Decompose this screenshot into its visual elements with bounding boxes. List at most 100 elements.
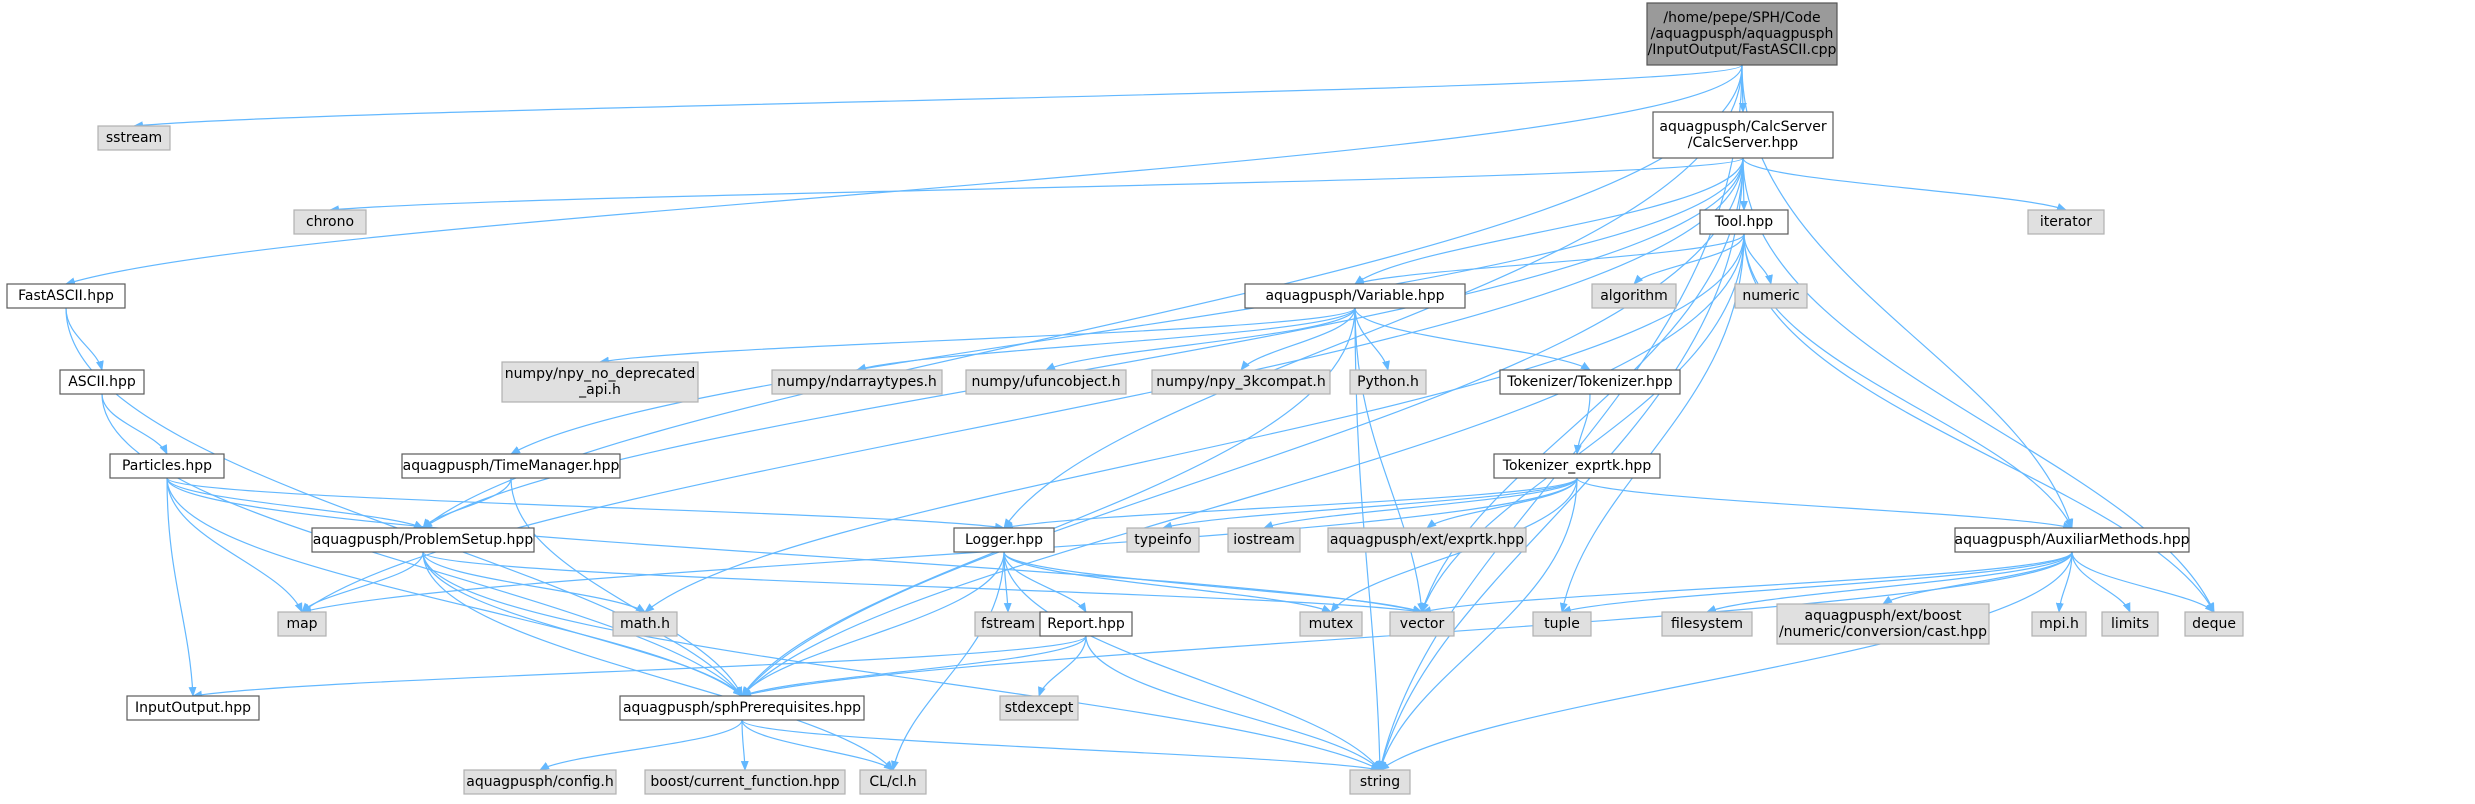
node-label-ascii: ASCII.hpp xyxy=(68,374,136,390)
node-root[interactable]: /home/pepe/SPH/Code/aquagpusph/aquagpusp… xyxy=(1646,2,1838,66)
node-string[interactable]: string xyxy=(1349,769,1411,795)
edge-root-to-string xyxy=(1378,64,1743,771)
node-boostcast[interactable]: aquagpusph/ext/boost/numeric/conversion/… xyxy=(1776,603,1990,645)
node-boostcurfn[interactable]: boost/current_function.hpp xyxy=(644,769,846,795)
edge-auxiliar-to-mpih xyxy=(2055,551,2073,613)
node-map[interactable]: map xyxy=(277,611,327,637)
node-label-pythonh: Python.h xyxy=(1357,374,1419,390)
edge-auxiliar-to-deque xyxy=(2071,551,2215,613)
node-fastascii[interactable]: FastASCII.hpp xyxy=(6,283,126,309)
node-label-numeric: numeric xyxy=(1742,288,1799,304)
edge-calcserver-to-iterator xyxy=(1742,157,2067,211)
node-box-limits xyxy=(2101,611,2159,637)
node-label-npy_no_dep: numpy/npy_no_deprecated xyxy=(505,366,695,382)
node-variable[interactable]: aquagpusph/Variable.hpp xyxy=(1244,283,1466,309)
node-filesystem[interactable]: filesystem xyxy=(1661,611,1753,637)
edge-tokexprtk-to-string xyxy=(1378,477,1578,771)
node-box-pythonh xyxy=(1349,369,1427,395)
edge-auxiliar-to-limits xyxy=(2071,551,2131,613)
node-label-filesystem: filesystem xyxy=(1671,616,1743,632)
node-box-mathh xyxy=(612,611,678,637)
node-report[interactable]: Report.hpp xyxy=(1039,611,1133,637)
node-npy_no_dep[interactable]: numpy/npy_no_deprecated_api.h xyxy=(501,361,699,403)
node-tuple[interactable]: tuple xyxy=(1532,611,1592,637)
node-sstream[interactable]: sstream xyxy=(97,125,171,151)
node-mathh[interactable]: math.h xyxy=(612,611,678,637)
node-numeric[interactable]: numeric xyxy=(1734,283,1808,309)
node-logger[interactable]: Logger.hpp xyxy=(953,527,1055,553)
node-stdexcept[interactable]: stdexcept xyxy=(999,695,1079,721)
node-tokexprtk[interactable]: Tokenizer_exprtk.hpp xyxy=(1493,453,1661,479)
node-mutex[interactable]: mutex xyxy=(1299,611,1363,637)
node-auxiliar[interactable]: aquagpusph/AuxiliarMethods.hpp xyxy=(1954,527,2190,553)
node-vector[interactable]: vector xyxy=(1389,611,1455,637)
node-label-iterator: iterator xyxy=(2040,214,2092,230)
edge-report-to-stdexcept xyxy=(1038,635,1087,697)
node-npy3k[interactable]: numpy/npy_3kcompat.h xyxy=(1151,369,1331,395)
node-label-boostcast: /numeric/conversion/cast.hpp xyxy=(1779,624,1987,640)
node-label-fstream: fstream xyxy=(981,616,1035,632)
node-chrono[interactable]: chrono xyxy=(293,209,367,235)
node-label-particles: Particles.hpp xyxy=(122,458,212,474)
node-label-clh: CL/cl.h xyxy=(869,774,916,790)
node-exprtk[interactable]: aquagpusph/ext/exprtk.hpp xyxy=(1327,527,1527,553)
edge-tool-to-algorithm xyxy=(1633,233,1745,285)
node-box-vector xyxy=(1389,611,1455,637)
node-box-numeric xyxy=(1734,283,1808,309)
node-label-sphprereq: aquagpusph/sphPrerequisites.hpp xyxy=(623,700,861,716)
node-label-vector: vector xyxy=(1400,616,1445,632)
node-tool[interactable]: Tool.hpp xyxy=(1699,209,1789,235)
node-label-timemanager: aquagpusph/TimeManager.hpp xyxy=(403,458,620,474)
edge-problemsetup-to-string xyxy=(422,551,1381,771)
edge-auxiliar-to-tuple xyxy=(1561,551,2073,614)
node-clh[interactable]: CL/cl.h xyxy=(859,769,927,795)
node-ndarraytypes[interactable]: numpy/ndarraytypes.h xyxy=(771,369,943,395)
node-typeinfo[interactable]: typeinfo xyxy=(1126,527,1200,553)
node-fstream[interactable]: fstream xyxy=(974,611,1042,637)
node-problemsetup[interactable]: aquagpusph/ProblemSetup.hpp xyxy=(311,527,535,553)
node-label-root: /home/pepe/SPH/Code xyxy=(1663,10,1820,26)
edge-logger-to-clh xyxy=(891,551,1005,771)
node-config[interactable]: aquagpusph/config.h xyxy=(463,769,617,795)
edge-calcserver-to-variable xyxy=(1354,157,1744,285)
node-limits[interactable]: limits xyxy=(2101,611,2159,637)
edge-auxiliar-to-string xyxy=(1379,551,2073,771)
node-particles[interactable]: Particles.hpp xyxy=(109,453,225,479)
node-timemanager[interactable]: aquagpusph/TimeManager.hpp xyxy=(401,453,621,479)
node-sphprereq[interactable]: aquagpusph/sphPrerequisites.hpp xyxy=(619,695,865,721)
node-algorithm[interactable]: algorithm xyxy=(1591,283,1677,309)
node-iterator[interactable]: iterator xyxy=(2027,209,2105,235)
edge-variable-to-ndarraytypes xyxy=(856,307,1356,372)
node-box-inputoutput xyxy=(126,695,260,721)
node-pythonh[interactable]: Python.h xyxy=(1349,369,1427,395)
node-iostream[interactable]: iostream xyxy=(1227,527,1301,553)
node-ascii[interactable]: ASCII.hpp xyxy=(59,369,145,395)
edge-logger-to-sphprereq xyxy=(741,551,1005,697)
node-label-mutex: mutex xyxy=(1309,616,1354,632)
edge-variable-to-ufuncobject xyxy=(1045,307,1356,371)
edge-tokexprtk-to-auxiliar xyxy=(1576,477,2073,530)
node-label-ufuncobject: numpy/ufuncobject.h xyxy=(972,374,1121,390)
node-mpih[interactable]: mpi.h xyxy=(2031,611,2087,637)
edge-logger-to-report xyxy=(1003,551,1087,613)
edge-report-to-string xyxy=(1085,635,1381,771)
node-calcserver[interactable]: aquagpusph/CalcServer/CalcServer.hpp xyxy=(1652,111,1834,159)
node-box-tokenizer xyxy=(1499,369,1681,395)
edge-auxiliar-to-vector xyxy=(1421,551,2073,615)
node-box-npy_no_dep xyxy=(501,361,699,403)
node-inputoutput[interactable]: InputOutput.hpp xyxy=(126,695,260,721)
node-ufuncobject[interactable]: numpy/ufuncobject.h xyxy=(965,369,1127,395)
edge-calcserver-to-sphprereq xyxy=(741,157,1744,697)
node-label-string: string xyxy=(1360,774,1400,790)
node-deque[interactable]: deque xyxy=(2184,611,2244,637)
node-label-chrono: chrono xyxy=(306,214,354,230)
node-box-sstream xyxy=(97,125,171,151)
node-tokenizer[interactable]: Tokenizer/Tokenizer.hpp xyxy=(1499,369,1681,395)
edge-calcserver-to-chrono xyxy=(329,157,1744,214)
edge-tool-to-sphprereq xyxy=(741,233,1745,697)
edge-problemsetup-to-sphprereq xyxy=(422,551,743,697)
node-box-mpih xyxy=(2031,611,2087,637)
node-label-problemsetup: aquagpusph/ProblemSetup.hpp xyxy=(313,532,534,548)
node-box-config xyxy=(463,769,617,795)
edge-auxiliar-to-boostcast xyxy=(1882,551,2073,605)
